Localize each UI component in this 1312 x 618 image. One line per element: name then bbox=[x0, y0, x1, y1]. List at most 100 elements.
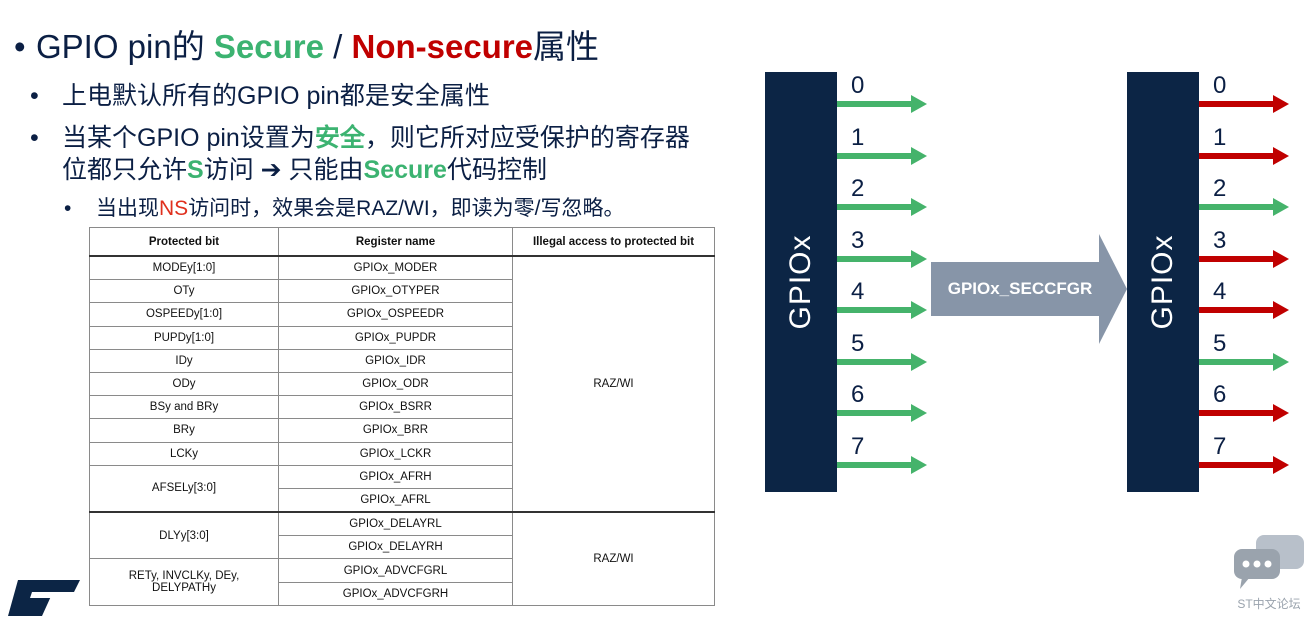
title-nonsecure: Non-secure bbox=[351, 28, 534, 65]
arrow-head-icon bbox=[911, 352, 927, 371]
arrow-shaft bbox=[1199, 204, 1275, 210]
table-row: GPIOx_ADVCFGRH bbox=[90, 581, 715, 606]
right-pin-number: 4 bbox=[1213, 278, 1227, 305]
arrow-head-icon bbox=[911, 95, 927, 113]
protected-bits-table: Protected bit Register name Illegal acce… bbox=[89, 227, 715, 606]
title-prefix: GPIO pin的 bbox=[36, 28, 214, 65]
left-gpio-port: GPIOx bbox=[765, 72, 837, 492]
left-pin-number: 7 bbox=[851, 432, 865, 460]
arrow-shaft bbox=[1199, 410, 1275, 416]
arrow-head-icon bbox=[911, 249, 927, 268]
arrow-head-icon bbox=[1273, 249, 1289, 268]
right-pin-6-arrow: 6 bbox=[1199, 381, 1291, 423]
arrow-head-icon bbox=[1273, 146, 1289, 165]
arrow-head-icon bbox=[1273, 455, 1289, 474]
right-pin-number: 5 bbox=[1213, 329, 1227, 357]
arrow-shaft bbox=[837, 461, 913, 468]
table-header: Register name bbox=[278, 227, 513, 257]
left-pin-number: 5 bbox=[851, 329, 865, 357]
left-pin-number: 1 bbox=[851, 123, 865, 151]
bullet-default-secure: •上电默认所有的GPIO pin都是安全属性 bbox=[30, 82, 490, 110]
right-pin-number: 2 bbox=[1213, 175, 1227, 202]
left-pin-number: 4 bbox=[851, 278, 865, 305]
seccfgr-label: GPIOx_SECCFGR bbox=[947, 279, 1093, 298]
forum-watermark: ST中文论坛 bbox=[1230, 533, 1308, 613]
right-pin-number: 7 bbox=[1213, 432, 1227, 460]
page-title: • GPIO pin的 Secure / Non-secure属性 bbox=[14, 20, 599, 68]
arrow-shaft bbox=[837, 410, 913, 416]
bullet-dot: • bbox=[14, 28, 26, 65]
right-port-label: GPIOx bbox=[1146, 234, 1179, 330]
right-pin-2-arrow: 2 bbox=[1199, 175, 1291, 217]
right-pin-7-arrow: 7 bbox=[1199, 433, 1291, 475]
arrow-shaft bbox=[1199, 358, 1275, 365]
access-cell: RAZ/WI bbox=[512, 255, 715, 513]
arrow-shaft bbox=[837, 255, 913, 262]
arrow-head-icon bbox=[1273, 301, 1289, 319]
arrow-shaft bbox=[837, 101, 913, 107]
table-header: Protected bit bbox=[89, 227, 279, 257]
right-pin-number: 1 bbox=[1213, 123, 1227, 151]
table-row: RETy, INVCLKy, DEy,DELYPATHy GPIOx_ADVCF… bbox=[89, 558, 715, 606]
table-row: GPIOx_DELAYRH bbox=[90, 535, 715, 560]
title-secure: Secure bbox=[213, 28, 324, 65]
arrow-head-icon bbox=[1273, 352, 1289, 371]
chat-bubbles-icon bbox=[1234, 535, 1304, 589]
arrow-head-icon bbox=[911, 455, 927, 474]
table-header: Illegal access to protected bit bbox=[512, 227, 715, 257]
arrow-head-icon bbox=[911, 198, 927, 216]
right-pin-number: 3 bbox=[1213, 226, 1227, 254]
left-pin-number: 3 bbox=[851, 226, 865, 254]
arrow-shaft bbox=[837, 204, 913, 210]
title-sep: / bbox=[323, 28, 352, 65]
arrow-shaft bbox=[837, 307, 913, 313]
bullet-secure-access-line2: 位都只允许S访问 ➔ 只能由Secure代码控制 bbox=[62, 156, 547, 184]
table-row: DLYy[3:0] GPIOx_DELAYRL RAZ/WI bbox=[89, 511, 715, 606]
right-pin-number: 0 bbox=[1213, 72, 1227, 99]
arrow-head-icon bbox=[911, 146, 927, 165]
arrow-head-icon bbox=[1273, 198, 1289, 216]
table-row: MODEy[1:0] GPIOx_MODER RAZ/WI bbox=[89, 255, 715, 513]
arrow-shaft bbox=[1199, 307, 1275, 313]
arrow-shaft bbox=[837, 152, 913, 159]
right-pin-4-arrow: 4 bbox=[1199, 278, 1291, 320]
left-pin-0-arrow: 0 bbox=[837, 72, 929, 114]
access-cell: RAZ/WI bbox=[512, 511, 715, 606]
left-pin-number: 0 bbox=[851, 72, 865, 99]
left-pin-number: 6 bbox=[851, 381, 865, 408]
right-pin-3-arrow: 3 bbox=[1199, 227, 1291, 269]
arrow-shaft bbox=[1199, 461, 1275, 468]
right-gpio-port: GPIOx bbox=[1127, 72, 1199, 492]
table-row: AFSELy[3:0] GPIOx_AFRH bbox=[89, 464, 715, 513]
arrow-head-icon bbox=[1273, 404, 1289, 422]
left-pin-2-arrow: 2 bbox=[837, 175, 929, 217]
arrow-head-icon bbox=[911, 404, 927, 422]
seccfgr-arrow: GPIOx_SECCFGR bbox=[931, 234, 1127, 344]
title-suffix: 属性 bbox=[533, 28, 600, 65]
left-pin-7-arrow: 7 bbox=[837, 433, 929, 475]
arrow-head-icon bbox=[911, 301, 927, 319]
right-pin-5-arrow: 5 bbox=[1199, 330, 1291, 372]
left-pin-5-arrow: 5 bbox=[837, 330, 929, 372]
right-pin-number: 6 bbox=[1213, 381, 1227, 408]
left-pin-1-arrow: 1 bbox=[837, 124, 929, 166]
arrow-shaft bbox=[1199, 255, 1275, 262]
right-pin-0-arrow: 0 bbox=[1199, 72, 1291, 114]
left-port-label: GPIOx bbox=[784, 234, 817, 330]
subbullet-ns-access: •当出现NS访问时，效果会是RAZ/WI，即读为零/写忽略。 bbox=[64, 197, 625, 220]
left-pin-6-arrow: 6 bbox=[837, 381, 929, 423]
table-row: PUPDy[1:0]GPIOx_PUPDR bbox=[89, 325, 715, 350]
right-pin-1-arrow: 1 bbox=[1199, 124, 1291, 166]
left-pin-number: 2 bbox=[851, 175, 865, 202]
forum-caption: ST中文论坛 bbox=[1237, 597, 1301, 611]
left-pin-4-arrow: 4 bbox=[837, 278, 929, 320]
arrow-shaft bbox=[1199, 152, 1275, 159]
arrow-shaft bbox=[837, 358, 913, 365]
arrow-shaft bbox=[1199, 101, 1275, 107]
bullet-secure-access-line1: •当某个GPIO pin设置为安全，则它所对应受保护的寄存器 bbox=[30, 124, 690, 152]
